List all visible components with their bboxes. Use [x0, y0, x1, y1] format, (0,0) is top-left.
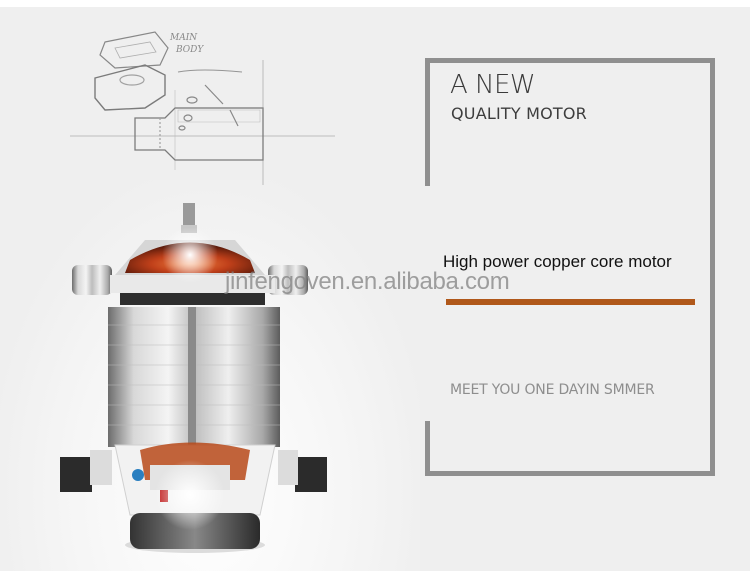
accent-bar — [446, 299, 695, 305]
frame-border-left-top — [425, 58, 430, 186]
headline: A NEW — [450, 70, 536, 100]
watermark: jinfengoven.en.alibaba.com — [225, 268, 510, 295]
feature-text: High power copper core motor — [443, 252, 672, 271]
motor-illustration — [60, 203, 327, 553]
svg-text:BODY: BODY — [175, 45, 204, 55]
frame-border-bottom — [425, 471, 715, 476]
frame-border-left-bottom — [425, 421, 430, 476]
tagline: MEET YOU ONE DAYIN SMMER — [450, 382, 655, 398]
svg-text:MAIN: MAIN — [169, 33, 198, 43]
subheadline: QUALITY MOTOR — [451, 104, 587, 123]
technical-sketch-illustration: MAIN BODY — [70, 31, 335, 185]
frame-border-right — [710, 58, 715, 476]
frame-border-top — [425, 58, 715, 63]
top-strip — [0, 0, 750, 7]
